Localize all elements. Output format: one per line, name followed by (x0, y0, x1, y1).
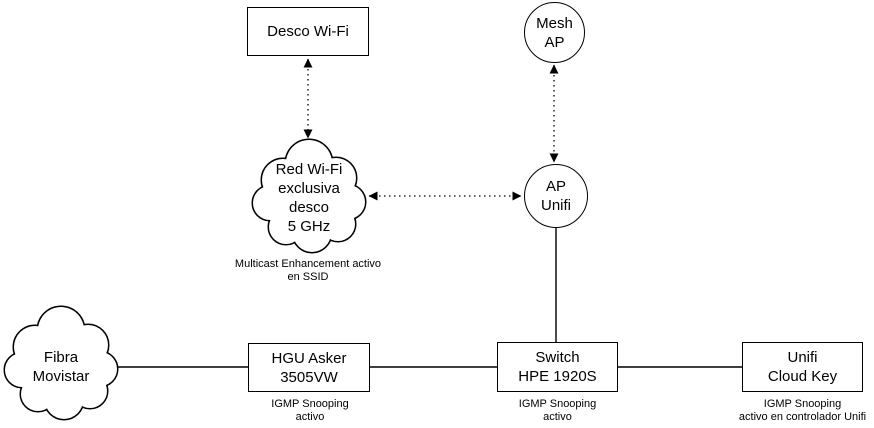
annotation-multicast-ssid: Multicast Enhancement activo en SSID (188, 258, 428, 284)
annotation-line: activo (543, 411, 572, 423)
node-fibra-movistar: Fibra Movistar (11, 347, 111, 387)
node-label: Unifi (787, 349, 818, 366)
node-label: 5 GHz (287, 218, 331, 235)
node-label: Movistar (32, 368, 90, 385)
node-label: desco (288, 199, 330, 216)
annotation-line: IGMP Snooping (763, 398, 842, 410)
node-desco-wifi: Desco Wi-Fi (247, 7, 369, 56)
annotation-igmp-switch: IGMP Snooping activo (497, 398, 618, 424)
node-label: Cloud Key (767, 368, 838, 385)
node-label: HGU Asker (271, 349, 347, 367)
annotation-line: IGMP Snooping (271, 398, 349, 410)
annotation-igmp-cloud-key: IGMP Snooping activo en controlador Unif… (722, 398, 874, 424)
annotation-line: Multicast Enhancement activo (234, 258, 382, 270)
node-hgu-asker: HGU Asker 3505VW (248, 343, 370, 392)
red-wifi-cloud-shape (251, 138, 367, 254)
node-label: AP (545, 178, 566, 195)
node-label: Switch (535, 349, 580, 366)
node-switch-hpe: Switch HPE 1920S (497, 342, 618, 392)
node-label: Mesh (536, 14, 573, 32)
fibra-movistar-cloud-shape (3, 305, 119, 421)
node-unifi-cloud-key: Unifi Cloud Key (742, 342, 863, 392)
node-label: Desco Wi-Fi (267, 23, 349, 40)
node-mesh-ap: Mesh AP (524, 2, 585, 63)
node-label: HPE 1920S (518, 368, 597, 385)
annotation-line: activo (295, 411, 325, 423)
annotation-line: activo en controlador Unifi (738, 411, 867, 423)
node-label: Red Wi-Fi (275, 161, 343, 178)
node-ap-unifi: AP Unifi (524, 164, 588, 228)
node-label: Fibra (43, 349, 79, 366)
annotation-line: IGMP Snooping (518, 398, 597, 410)
annotation-line: en SSID (287, 271, 329, 283)
node-label: exclusiva (278, 180, 340, 197)
node-red-wifi-cloud: Red Wi-Fi exclusiva desco 5 GHz (259, 158, 359, 238)
annotation-igmp-hgu: IGMP Snooping activo (249, 398, 371, 424)
node-label: 3505VW (280, 368, 338, 386)
node-label: AP (544, 33, 565, 51)
node-label: Unifi (540, 197, 571, 214)
